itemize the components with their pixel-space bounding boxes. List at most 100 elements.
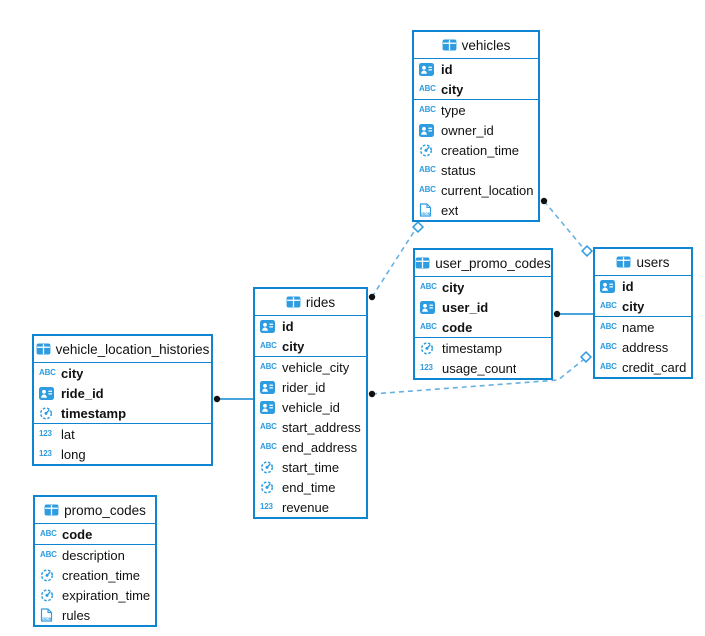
column-label: timestamp: [442, 340, 502, 356]
relation-vehicles-users[interactable]: [543, 200, 585, 250]
table-icon: [442, 37, 457, 53]
json-type-icon: JSON: [419, 202, 437, 218]
string-type-icon: ABC: [260, 442, 277, 451]
column-row-id: id: [595, 276, 691, 296]
table-header[interactable]: user_promo_codes: [415, 250, 551, 277]
id-badge-icon: [260, 318, 278, 334]
column-row-expiration_time: expiration_time: [35, 585, 155, 605]
string-type-icon: ABC: [419, 185, 436, 194]
string-type-icon: ABC: [39, 368, 56, 377]
column-row-name: ABC name: [595, 317, 691, 337]
column-label: long: [61, 446, 86, 462]
id-badge-icon: [600, 278, 618, 294]
relation-rides-vehicles[interactable]: [371, 229, 416, 298]
column-label: expiration_time: [62, 587, 150, 603]
string-type-icon: ABC: [40, 529, 57, 538]
relation-endpoint-dot: [553, 310, 561, 318]
column-label: city: [442, 279, 465, 295]
column-row-city: ABC city: [255, 336, 366, 356]
column-label: credit_card: [622, 359, 686, 375]
relation-endpoint-diamond: [579, 350, 593, 364]
string-type-icon: ABC: [420, 322, 437, 331]
number-type-icon: 123: [39, 449, 52, 458]
column-label: city: [441, 81, 464, 97]
string-type-icon: ABC: [600, 301, 617, 310]
string-type-icon: ABC: [420, 282, 437, 291]
column-label: timestamp: [61, 405, 127, 421]
timestamp-type-icon: [260, 459, 278, 475]
column-label: name: [622, 319, 655, 335]
table-title: users: [636, 254, 670, 270]
column-label: end_address: [282, 439, 358, 455]
column-row-vehicle_id: vehicle_id: [255, 397, 366, 417]
string-type-icon: ABC: [419, 165, 436, 174]
relation-rides-users[interactable]: [371, 359, 584, 395]
key-fields-divider: [35, 544, 155, 545]
number-type-icon: 123: [420, 363, 433, 372]
column-label: code: [442, 319, 473, 335]
string-type-icon: ABC: [260, 341, 277, 350]
column-label: type: [441, 102, 466, 118]
column-row-timestamp: timestamp: [415, 338, 551, 358]
table-header[interactable]: vehicles: [414, 32, 538, 59]
svg-text:JSON: JSON: [42, 617, 52, 621]
table-header[interactable]: promo_codes: [35, 497, 155, 524]
column-label: id: [282, 318, 294, 334]
id-badge-icon: [420, 299, 438, 315]
string-type-icon: ABC: [600, 322, 617, 331]
table-header[interactable]: users: [595, 249, 691, 276]
table-icon: [415, 255, 430, 271]
table-header[interactable]: vehicle_location_histories: [34, 336, 211, 363]
table-icon: [44, 502, 59, 518]
column-row-id: id: [255, 316, 366, 336]
table-icon: [286, 294, 301, 310]
column-label: city: [61, 365, 84, 381]
string-type-icon: ABC: [260, 422, 277, 431]
number-type-icon: 123: [260, 502, 273, 511]
column-label: city: [282, 338, 305, 354]
relation-endpoint-diamond: [411, 220, 425, 234]
column-row-creation_time: creation_time: [414, 140, 538, 160]
key-fields-divider: [34, 423, 211, 424]
column-label: user_id: [442, 299, 489, 315]
table-header[interactable]: rides: [255, 289, 366, 316]
column-row-id: id: [414, 59, 538, 79]
column-row-rider_id: rider_id: [255, 377, 366, 397]
column-row-long: 123 long: [34, 444, 211, 464]
column-row-ride_id: ride_id: [34, 383, 211, 403]
column-label: vehicle_city: [282, 359, 350, 375]
string-type-icon: ABC: [419, 84, 436, 93]
column-row-end_time: end_time: [255, 477, 366, 497]
column-label: id: [441, 61, 453, 77]
column-row-code: ABC code: [415, 317, 551, 337]
key-fields-divider: [414, 99, 538, 100]
id-badge-icon: [419, 61, 437, 77]
column-label: description: [62, 547, 125, 563]
column-row-end_address: ABC end_address: [255, 437, 366, 457]
table-title: user_promo_codes: [435, 255, 551, 271]
column-label: ext: [441, 202, 459, 218]
timestamp-type-icon: [40, 567, 58, 583]
relation-endpoint-dot: [368, 390, 376, 398]
column-row-owner_id: owner_id: [414, 120, 538, 140]
number-type-icon: 123: [39, 429, 52, 438]
relation-endpoint-diamond: [580, 244, 594, 258]
key-fields-divider: [415, 337, 551, 338]
id-badge-icon: [260, 399, 278, 415]
table-title: vehicles: [461, 37, 511, 53]
column-label: ride_id: [61, 385, 104, 401]
relation-endpoint-dot: [368, 293, 376, 301]
relation-endpoint-dot: [213, 395, 221, 403]
